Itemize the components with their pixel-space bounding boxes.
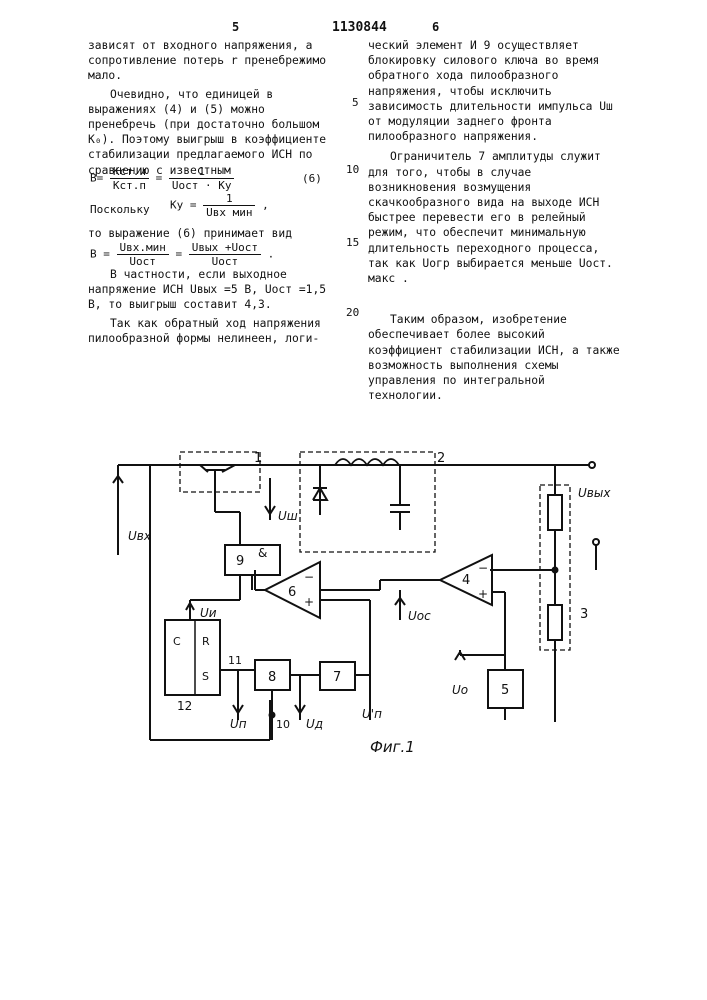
label-u-p: Uп [230,717,247,731]
label-block-7: 7 [333,670,341,685]
output-terminal [589,462,595,468]
label-block-12: 12 [177,699,192,713]
label-u-os: Uос [408,609,431,623]
label-u-i: Uи [200,606,217,620]
label-block-1: 1 [254,451,262,466]
resistor-bottom [548,605,562,640]
figure-caption: Фиг.1 [370,738,415,756]
resistor-top [548,495,562,530]
label-node-10: 10 [276,718,290,731]
block-9-and-gate [225,545,280,575]
and-symbol: & [258,546,267,560]
amplifier-4-plus: + [478,587,488,601]
label-block-3: 3 [580,607,588,622]
label-u-vyx: Uвых [578,486,611,500]
block-12-trigger [165,620,220,695]
label-u-vx: Uвх [128,529,152,543]
label-node-11: 11 [228,654,242,667]
comparator-6-plus: + [304,595,314,609]
label-u-g: Uд [306,717,323,731]
label-block-2: 2 [437,451,445,466]
label-u-p-prime: U'п [362,707,382,721]
label-block-5: 5 [501,683,509,698]
amplifier-4-minus: − [478,561,488,575]
label-block-9: 9 [236,554,244,569]
label-u-sh: Uш [278,509,298,523]
block-1-switch [180,452,260,492]
label-u-o: Uо [452,683,468,697]
label-block-6: 6 [288,585,296,600]
label-block-4: 4 [462,573,470,588]
label-block-8: 8 [268,670,276,685]
trigger-c-label: C [173,635,181,648]
trigger-r-label: R [202,635,210,648]
trigger-s-label: S [202,670,209,683]
comparator-6-minus: − [304,570,314,584]
